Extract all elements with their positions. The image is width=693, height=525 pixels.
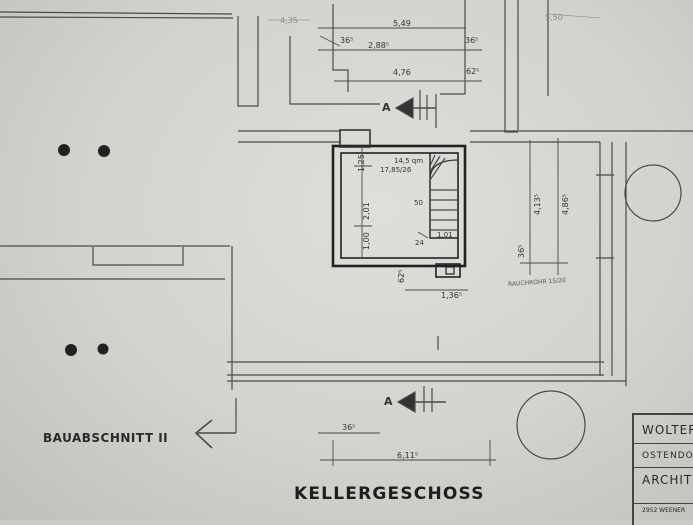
- dim-288: 2,88⁵: [368, 41, 390, 50]
- dim-413: 4,13⁵: [533, 193, 542, 215]
- stamp-divider: [634, 443, 693, 444]
- dim-36-left: 36⁵: [340, 36, 354, 45]
- drawing-title: KELLERGESCHOSS: [294, 484, 485, 504]
- stair-width: 50: [414, 199, 423, 207]
- dim-top-faint-right: 5,50: [545, 13, 563, 22]
- room-area: 14,5 qm: [394, 157, 424, 165]
- stamp-small: 2952 WEENER: [642, 507, 686, 514]
- dim-62-top: 62⁵: [466, 67, 480, 76]
- dim-486: 4,86⁵: [561, 193, 570, 215]
- room-ref: 17,85/26: [380, 166, 412, 174]
- dim-100: 1,00: [362, 232, 371, 250]
- dim-top-outer: 5,49: [393, 19, 411, 28]
- dim-36-bottom: 36⁵: [342, 423, 356, 432]
- dim-36-side: 36⁵: [517, 244, 526, 258]
- punch-hole: [97, 343, 109, 355]
- section-marker-top: A: [382, 101, 391, 114]
- dim-476: 4,76: [393, 68, 411, 77]
- dim-36-right: 36⁵: [465, 36, 479, 45]
- stamp-divider: [634, 503, 693, 504]
- section-marker-bottom: A: [384, 395, 393, 408]
- dim-611: 6,11⁵: [397, 451, 419, 460]
- section-label: BAUABSCHNITT II: [43, 431, 169, 445]
- stamp-divider: [634, 467, 693, 468]
- punch-hole: [65, 344, 77, 356]
- dim-top-faint-left: 4,35: [280, 16, 298, 25]
- stamp-line-3: ARCHITE: [642, 473, 693, 487]
- stair-24: 24: [415, 239, 424, 247]
- punch-hole: [58, 144, 70, 156]
- stamp-line-1: WOLTER: [642, 423, 693, 437]
- dim-136: 1,36⁵: [441, 291, 463, 300]
- dim-201: 2,01: [362, 202, 371, 220]
- punch-hole: [98, 145, 110, 157]
- dim-62-bottom: 62⁵: [397, 269, 406, 283]
- stair-101: 1,01: [437, 231, 453, 239]
- architect-stamp: WOLTER OSTENDOR ARCHITE 2952 WEENER: [632, 413, 693, 525]
- stamp-line-2: OSTENDOR: [642, 451, 693, 461]
- dim-125: 1,25: [357, 154, 366, 172]
